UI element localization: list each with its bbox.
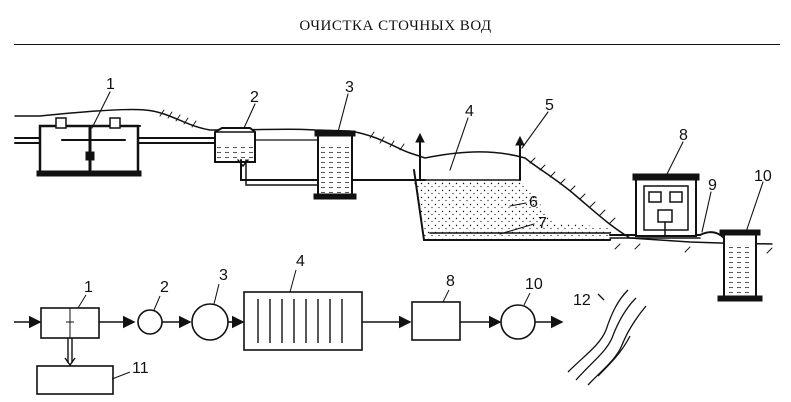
flow-circle-10 <box>500 304 536 340</box>
page-title: ОЧИСТКА СТОЧНЫХ ВОД <box>299 18 492 34</box>
label-well-3: 3 <box>345 79 354 96</box>
house-8 <box>632 173 700 237</box>
flow-circle-2 <box>137 309 163 335</box>
label-pipe-9: 9 <box>708 177 717 194</box>
well-3 <box>313 130 426 200</box>
septic-tank-1 <box>14 117 216 177</box>
flow-arrow-1-11 <box>64 357 76 367</box>
leader-lines <box>91 91 764 235</box>
label-house-8: 8 <box>679 127 688 144</box>
label-flow-circle-3: 3 <box>219 267 228 284</box>
label-flow-block-11: 11 <box>132 360 149 377</box>
flow-block-4 <box>243 291 363 351</box>
header-rule <box>14 44 780 45</box>
label-tank-2: 2 <box>250 89 259 106</box>
flow-block-4-stripes <box>257 299 343 343</box>
label-flow-block-4: 4 <box>296 253 305 270</box>
label-flow-circle-2: 2 <box>160 279 169 296</box>
label-well-10: 10 <box>754 168 772 185</box>
flow-circle-3 <box>191 303 229 341</box>
label-river-12: 12 <box>573 292 591 309</box>
ground-line <box>14 108 773 245</box>
flow-block-11 <box>36 365 114 395</box>
flow-block-8 <box>411 301 461 341</box>
label-vent-pipe-5: 5 <box>545 97 554 114</box>
filter-bed-4 <box>413 132 701 241</box>
label-flow-block-8: 8 <box>446 273 455 290</box>
label-flow-circle-10: 10 <box>525 276 543 293</box>
label-flow-block-1: 1 <box>84 279 93 296</box>
river-12 <box>567 289 647 386</box>
well-10 <box>699 229 763 302</box>
label-filter-media-6: 6 <box>529 194 538 211</box>
ground-hatching <box>159 109 773 254</box>
label-filter-bed-4: 4 <box>465 103 474 120</box>
label-drain-pipe-7: 7 <box>538 215 547 232</box>
label-septic-tank-1: 1 <box>106 76 115 93</box>
tank-2 <box>214 127 319 186</box>
